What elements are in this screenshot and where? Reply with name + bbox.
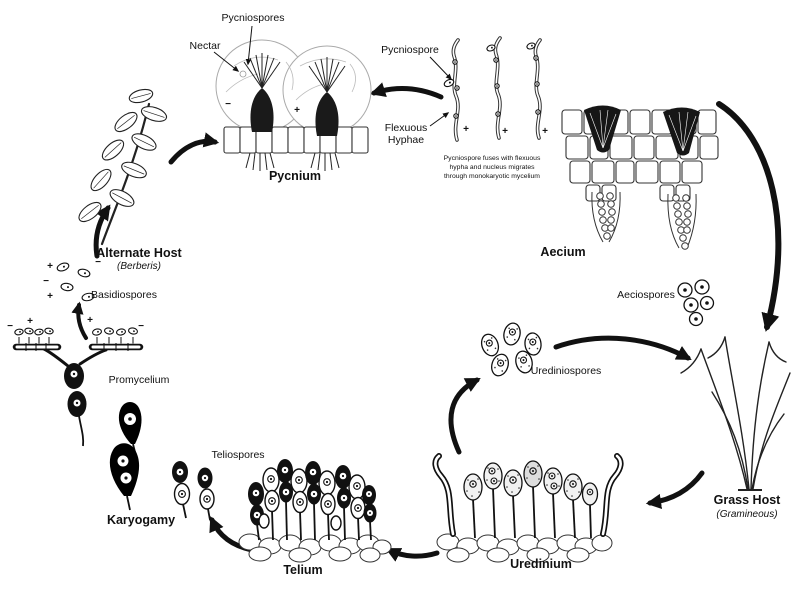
nectar-label: Nectar: [190, 40, 221, 52]
uredinium-illustration: [432, 453, 624, 563]
flexuous-hyphae-label-line1: Flexuous: [385, 122, 428, 134]
grass-host-family-label: (Gramineous): [716, 509, 777, 520]
arrow-grass-to-uredinium: [645, 470, 705, 510]
mating-sign: −: [7, 321, 13, 332]
mating-sign: +: [502, 126, 508, 137]
pointer-arrows: [213, 25, 452, 127]
flexuous-hyphae-label-line2: Hyphae: [388, 134, 424, 146]
fusion-caption-line3: through monokaryotic mycelium: [444, 173, 540, 180]
flexuous-hyphae-pointer: [429, 112, 450, 127]
uredinium-label: Uredinium: [510, 557, 572, 571]
arrow-promycelium-to-basidiospores: [71, 301, 88, 340]
karyogamy-label: Karyogamy: [107, 513, 175, 527]
flexuous-hyphae-illustration: [443, 36, 542, 142]
grass-host-label: Grass Host: [714, 493, 782, 507]
pycniospores-pointer: [245, 25, 253, 66]
mating-sign: +: [463, 124, 469, 135]
teliospores-illustration: [172, 461, 215, 521]
mating-sign: +: [542, 126, 548, 137]
arrow-aecium-to-grass: [716, 101, 782, 332]
promycelium-illustration: [12, 327, 144, 447]
pycnium-illustration: [215, 39, 372, 171]
aeciospores-illustration: [677, 279, 715, 327]
basidiospores-label: Basidiospores: [91, 289, 157, 301]
arrow-uredinium-to-telium: [385, 547, 440, 562]
mating-sign: +: [87, 315, 93, 326]
alternate-host-illustration: [78, 88, 168, 246]
arrow-host-to-pycnium: [168, 132, 220, 165]
grass-host-illustration: [680, 336, 791, 491]
mating-type-signs: − + + + + + − + − − + + −: [7, 99, 548, 332]
nectar-pointer: [213, 51, 240, 72]
karyogamy-illustration: [109, 402, 142, 511]
nectar-droplet: [239, 70, 247, 78]
pycniospore-pointer: [429, 56, 452, 81]
arrow-basidiospores-to-host: [93, 204, 111, 259]
alternate-host-label: Alternate Host: [96, 246, 182, 260]
arrow-uredinium-to-urediniospores: [448, 377, 481, 455]
mating-sign: +: [27, 316, 33, 327]
pycniospores-label: Pycniospores: [221, 12, 284, 24]
labels: Pycniospores Nectar Pycnium Pycniospore …: [91, 12, 781, 577]
fusion-caption-line2: hypha and nucleus migrates: [449, 164, 535, 171]
pycnium-label: Pycnium: [269, 169, 321, 183]
fusion-caption-line1: Pycniospore fuses with flexuous: [444, 155, 541, 162]
mating-sign: +: [47, 291, 53, 302]
aecium-label: Aecium: [540, 245, 585, 259]
mating-sign: −: [43, 276, 49, 287]
arrow-urediniospores-to-grass: [553, 335, 692, 361]
mating-sign: −: [138, 321, 144, 332]
mating-sign: +: [294, 105, 300, 116]
teliospores-label: Teliospores: [211, 449, 264, 461]
promycelium-label: Promycelium: [109, 374, 170, 386]
arrow-hyphae-to-pycnium: [369, 82, 444, 100]
mating-sign: +: [47, 261, 53, 272]
urediniospores-illustration: [480, 322, 542, 377]
aeciospores-label: Aeciospores: [617, 289, 675, 301]
alternate-host-genus-label: (Berberis): [117, 261, 161, 272]
fusing-pycniospore: [443, 78, 455, 88]
urediniospores-label: Urediniospores: [531, 365, 602, 377]
aecium-illustration: [561, 105, 719, 250]
mating-sign: −: [95, 257, 101, 268]
pycniospore-label: Pycniospore: [381, 44, 439, 56]
telium-illustration: [238, 459, 392, 563]
basidiospores-illustration: [56, 262, 95, 302]
mating-sign: −: [225, 99, 231, 110]
telium-label: Telium: [283, 563, 322, 577]
